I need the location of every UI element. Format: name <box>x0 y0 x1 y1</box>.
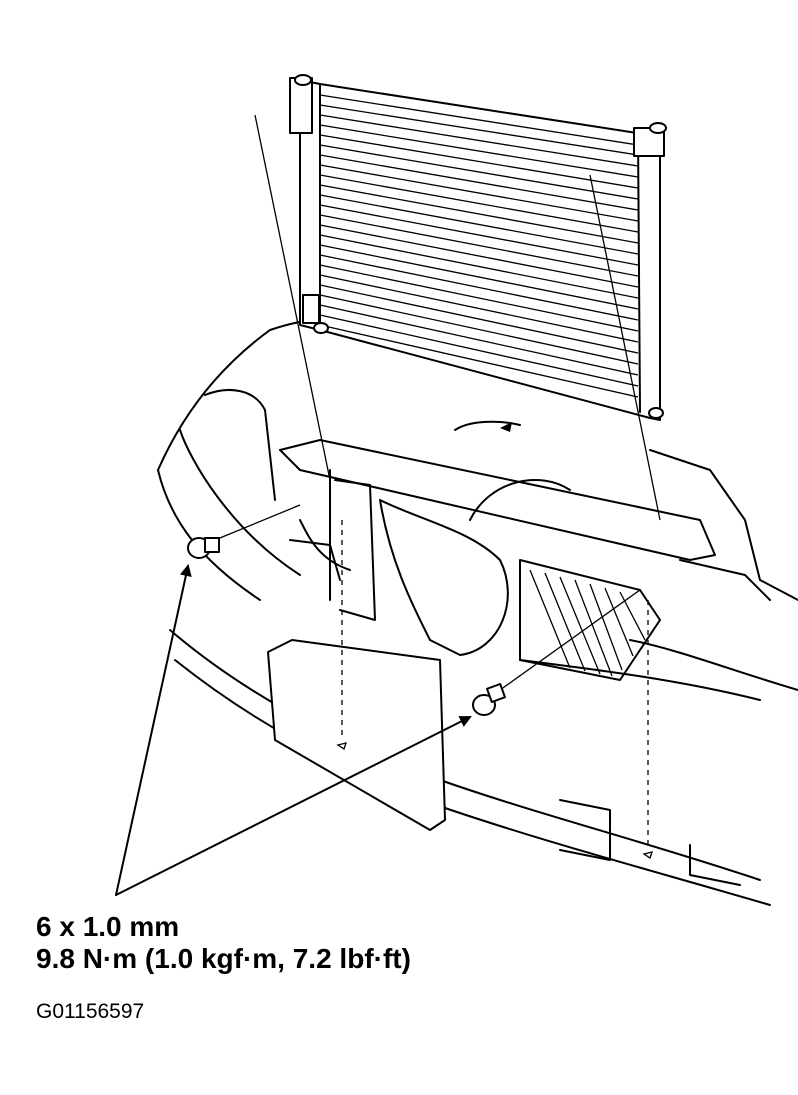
fins-lower-right <box>529 569 646 677</box>
mount-hole-right <box>642 851 653 860</box>
upper-left-mount-pin <box>294 74 312 86</box>
condenser-lower-left-bracket <box>302 294 320 324</box>
alignment-guides <box>214 114 661 850</box>
vehicle-body <box>157 319 798 906</box>
upper-right-mount-pin <box>649 122 667 134</box>
lower-left-mount-pin <box>313 322 329 334</box>
condenser <box>289 74 667 421</box>
bolt-callout-arrows <box>115 564 472 896</box>
radiator-support <box>279 420 716 681</box>
condenser-fins <box>319 94 639 398</box>
figure-code: G01156597 <box>36 1000 145 1023</box>
bolt-torque-label: 9.8 N·m (1.0 kgf·m, 7.2 lbf·ft) <box>36 943 411 974</box>
mounting-bolt-left <box>187 537 220 559</box>
condenser-upper-left-bracket <box>289 77 313 134</box>
mount-hole-left <box>336 742 347 751</box>
bolt-size-label: 6 x 1.0 mm <box>36 911 180 942</box>
lower-right-mount-pin <box>648 407 664 419</box>
mounting-bolt-right <box>472 683 506 716</box>
